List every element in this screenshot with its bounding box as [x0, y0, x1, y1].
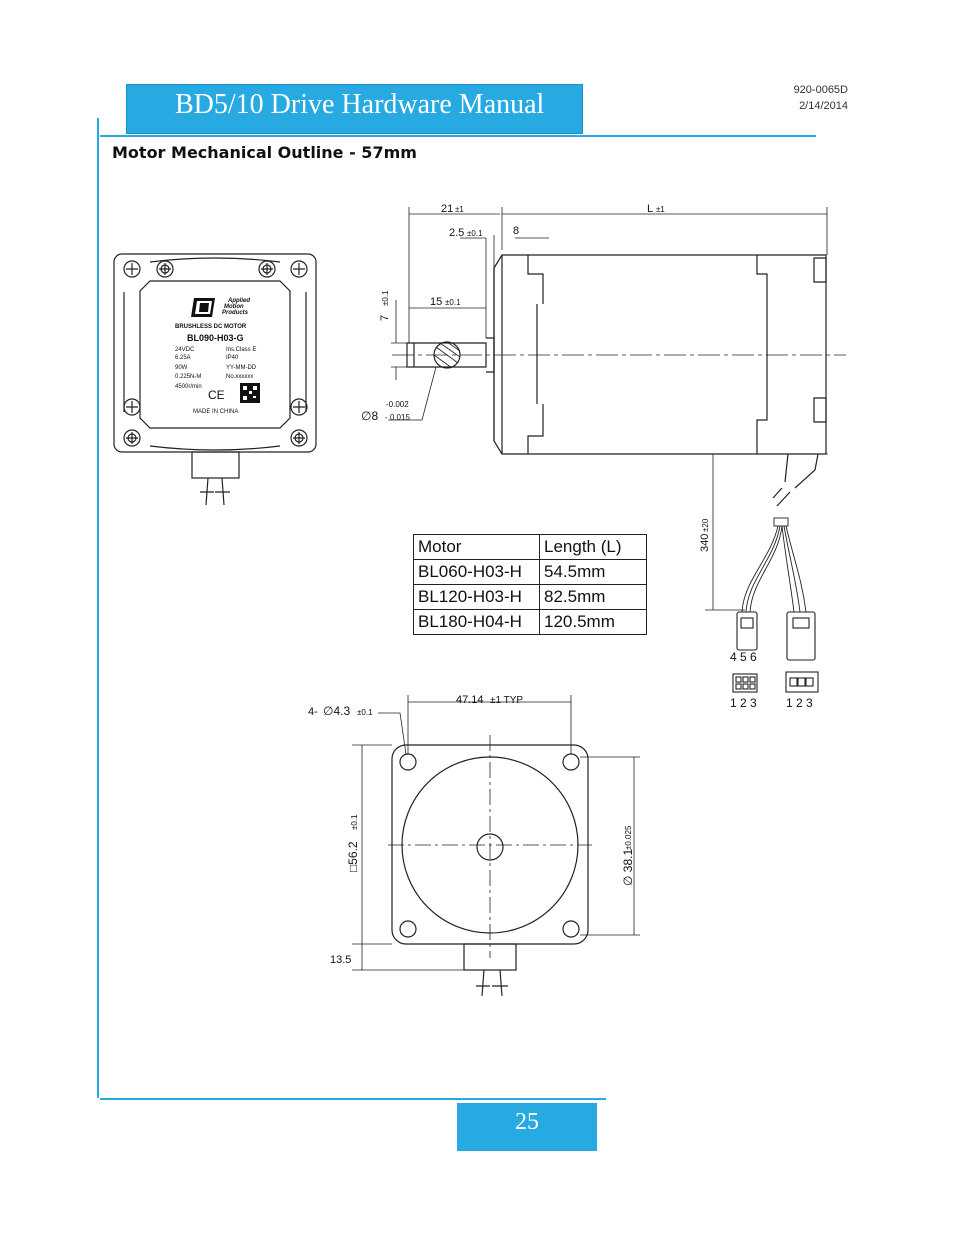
dim-21-tolerance: ±1 — [455, 205, 464, 214]
screw-icon — [123, 260, 308, 447]
table-row: BL120-H03-H 82.5mm — [413, 584, 647, 610]
pilot-tolerance: ±0.025 — [624, 825, 633, 850]
left-rule — [97, 118, 99, 1098]
flange-center-lines — [388, 735, 592, 958]
document-title: BD5/10 Drive Hardware Manual — [175, 89, 545, 120]
dim-length: L — [647, 203, 653, 215]
product-type: BRUSHLESS DC MOTOR — [175, 324, 247, 330]
dim-13-5: 13.5 — [330, 954, 351, 966]
table-cell: 82.5mm — [539, 584, 647, 610]
dim-shaft-tol-upper: -0.002 — [386, 400, 409, 409]
holes-diameter: ∅4.3 — [323, 704, 350, 718]
spec-right-column: Ins.Class E IP40 YY-MM-DD No.xxxxxx — [226, 347, 257, 380]
motor-side-view — [406, 254, 827, 507]
section-title: Motor Mechanical Outline - 57mm — [112, 143, 417, 162]
connector-hall-icon — [732, 611, 758, 693]
spec-power: 90W — [175, 365, 188, 371]
brand-line-2: Motion — [224, 304, 244, 310]
dim-8: 8 — [513, 225, 519, 237]
dim-shaft-tol-lower: - 0.015 — [385, 413, 410, 422]
spec-left-column: 24VDC 6.25A 90W 0.225N-M 4500r/min — [175, 347, 202, 390]
holes-prefix: 4- — [308, 706, 318, 718]
dim-7-tolerance: ±0.1 — [381, 290, 390, 306]
flange-dimension-lines — [352, 695, 640, 971]
table-row: BL180-H04-H 120.5mm — [413, 609, 647, 635]
table-cell: BL180-H04-H — [413, 609, 540, 635]
origin-text: MADE IN CHINA — [193, 409, 238, 415]
dim-2-5: 2.5 — [449, 227, 464, 239]
flange-square: □56.2 — [346, 841, 360, 872]
spec-torque: 0.225N-M — [175, 374, 201, 380]
document-id: 920-0065D 2/14/2014 — [794, 82, 848, 114]
spec-voltage: 24VDC — [175, 347, 195, 353]
dim-7: 7 — [379, 315, 391, 321]
dim-21: 21 — [441, 203, 453, 215]
model-number: BL090-H03-G — [187, 333, 244, 343]
qr-code-icon — [240, 383, 260, 403]
spec-speed: 4500r/min — [175, 384, 202, 390]
ce-mark: CE — [208, 388, 225, 402]
pilot-diameter: ∅ 38.1 — [621, 849, 635, 886]
side-view-dimension-lines — [388, 207, 828, 611]
dim-340-tolerance: ±20 — [701, 518, 710, 532]
doc-date: 2/14/2014 — [799, 100, 848, 112]
holes-tolerance: ±0.1 — [357, 708, 373, 717]
dim-15: 15 — [430, 296, 442, 308]
table-cell: BL060-H03-H — [413, 559, 540, 585]
table-cell: 120.5mm — [539, 609, 647, 635]
page-number: 25 — [457, 1103, 597, 1151]
footer-rule — [100, 1098, 606, 1100]
bolt-pitch-tolerance: ±1 TYP — [490, 695, 523, 706]
table-header-row: Motor Length (L) — [413, 534, 647, 560]
table-header-motor: Motor — [413, 534, 540, 560]
power-pins: 1 2 3 — [786, 696, 813, 710]
spec-ip: IP40 — [226, 355, 239, 361]
title-banner: BD5/10 Drive Hardware Manual — [126, 84, 583, 134]
motor-label-view — [113, 253, 317, 506]
table-cell: 54.5mm — [539, 559, 647, 585]
dim-340: 340 — [699, 534, 711, 552]
dim-shaft-diameter: ∅8 — [361, 409, 378, 423]
brand-line-1: Applied — [227, 298, 250, 304]
brand-logo: Applied Motion Products — [191, 298, 250, 317]
hall-pins-bottom: 1 2 3 — [730, 696, 757, 710]
doc-number: 920-0065D — [793, 84, 848, 96]
table-row: BL060-H03-H 54.5mm — [413, 559, 647, 585]
dim-length-tolerance: ±1 — [656, 205, 665, 214]
hall-pins-top: 4 5 6 — [730, 650, 757, 664]
dim-15-tolerance: ±0.1 — [445, 298, 461, 307]
table-header-length: Length (L) — [539, 534, 647, 560]
motor-length-table: Motor Length (L) BL060-H03-H 54.5mm BL12… — [413, 534, 647, 635]
spec-current: 6.25A — [175, 355, 191, 361]
brand-line-3: Products — [222, 310, 249, 316]
header-rule — [100, 135, 816, 137]
bolt-pitch: 47.14 — [456, 694, 484, 706]
flange-square-tolerance: ±0.1 — [350, 814, 359, 830]
dim-2-5-tolerance: ±0.1 — [467, 229, 483, 238]
spec-serial: No.xxxxxx — [226, 374, 253, 380]
table-cell: BL120-H03-H — [413, 584, 540, 610]
spec-date: YY-MM-DD — [226, 365, 257, 371]
connector-power-icon — [785, 611, 819, 693]
spec-ins-class: Ins.Class E — [226, 347, 256, 353]
lead-wires — [741, 517, 807, 613]
